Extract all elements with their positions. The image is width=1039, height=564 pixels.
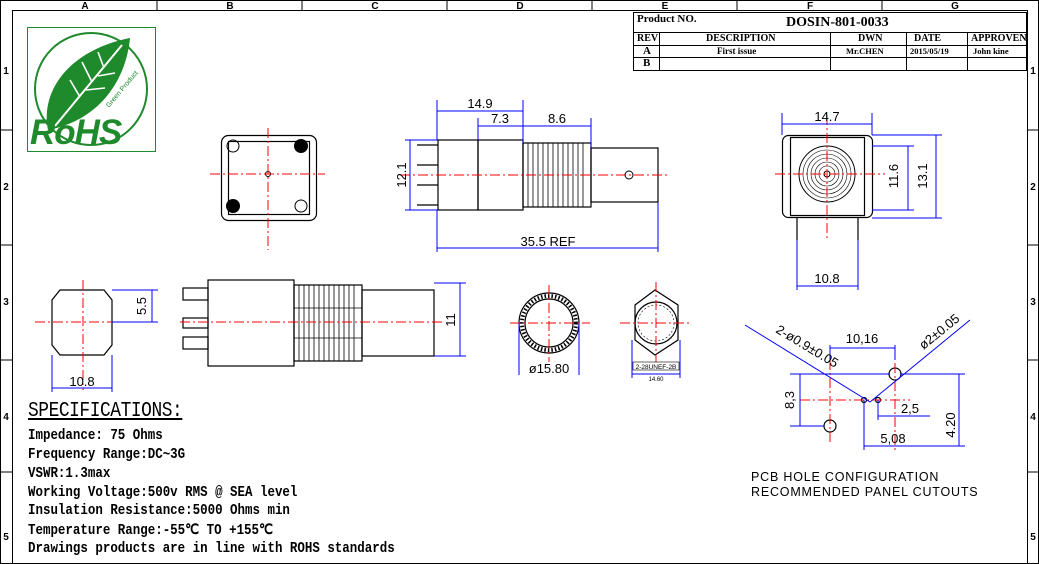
dim-thread: 2-28UNEF-2B xyxy=(636,364,677,371)
dim-14-7: 14.7 xyxy=(814,109,839,124)
col-label-c: C xyxy=(371,1,378,12)
front-view: 14.7 11.6 13.1 10.8 xyxy=(775,109,942,290)
left-end-view: 5.5 10.8 xyxy=(35,280,158,392)
dim-d15-80: ø15.80 xyxy=(529,361,569,376)
dim-12-1: 12.1 xyxy=(394,162,409,187)
col-label-f: F xyxy=(807,1,813,12)
spec-title: SPECIFICATIONS: xyxy=(28,400,183,423)
spec-rohs: Drawings products are in line with ROHS … xyxy=(28,541,395,557)
grid-ticks xyxy=(0,0,1039,473)
row-label-5: 5 xyxy=(3,532,9,543)
pcb-note-line2: RECOMMENDED PANEL CUTOUTS xyxy=(751,485,979,499)
row-b-rev: B xyxy=(643,57,651,69)
header-description: DESCRIPTION xyxy=(706,33,776,44)
dim-7-3: 7.3 xyxy=(491,111,509,126)
dim-2-5: 2,5 xyxy=(901,401,919,416)
spec-vswr: VSWR:1.3max xyxy=(28,466,111,482)
col-label-b: B xyxy=(226,1,233,12)
header-date: DATE xyxy=(914,33,942,44)
spec-voltage: Working Voltage:500v RMS @ SEA level xyxy=(28,485,298,501)
dim-8-6: 8.6 xyxy=(548,111,566,126)
dim-10-16: 10,16 xyxy=(846,331,879,346)
pcb-note-line1: PCB HOLE CONFIGURATION xyxy=(751,470,940,484)
row-label-1: 1 xyxy=(3,66,9,77)
spec-insulation: Insulation Resistance:5000 Ohms min xyxy=(28,503,290,519)
col-label-a: A xyxy=(81,1,88,12)
col-label-d: D xyxy=(516,1,523,12)
dim-11-6: 11.6 xyxy=(886,164,901,188)
dim-5-5: 5.5 xyxy=(134,297,149,315)
row-label-1-right: 1 xyxy=(1030,66,1036,77)
inner-frame xyxy=(12,10,1028,564)
row-label-4-right: 4 xyxy=(1030,412,1036,423)
title-block-grid xyxy=(633,12,1027,71)
hex-nut-view: 2-28UNEF-2B 14.60 xyxy=(620,282,692,383)
row-label-4: 4 xyxy=(3,412,9,423)
dim-11: 11 xyxy=(443,313,458,327)
spec-frequency: Frequency Range:DC~3G xyxy=(28,447,186,463)
dim-13-1: 13.1 xyxy=(915,163,930,188)
col-label-g: G xyxy=(951,1,959,12)
dim-10-8-left: 10.8 xyxy=(69,374,94,389)
side-elevation-view: 11 xyxy=(180,279,466,367)
row-label-3: 3 xyxy=(3,297,9,308)
dim-35-5-ref: 35.5 REF xyxy=(521,234,576,249)
row-label-5-right: 5 xyxy=(1030,532,1036,543)
header-approven: APPROVEN xyxy=(971,33,1027,44)
header-rev: REV xyxy=(637,33,659,44)
product-no: DOSIN-801-0033 xyxy=(786,15,889,30)
dim-10-8-front: 10.8 xyxy=(814,271,839,286)
product-no-label: Product NO. xyxy=(637,13,697,25)
dim-4-20: 4.20 xyxy=(943,412,958,437)
dim-14-60: 14.60 xyxy=(648,377,664,383)
row-a-dwn: Mr.CHEN xyxy=(846,46,884,56)
dim-8-3: 8,3 xyxy=(782,391,797,409)
row-a-description: First issue xyxy=(717,46,757,56)
dim-14-9: 14.9 xyxy=(467,96,492,111)
dim-5-08: 5,08 xyxy=(880,431,905,446)
row-a-date: 2015/05/19 xyxy=(910,46,949,56)
col-label-e: E xyxy=(662,1,669,12)
row-label-2: 2 xyxy=(3,182,9,193)
row-a-approven: John kine xyxy=(973,46,1009,56)
header-dwn: DWN xyxy=(858,33,883,44)
row-a-rev: A xyxy=(643,45,651,57)
bottom-view xyxy=(210,128,325,250)
pcb-hole-view: 10,16 2-ø0.9±0.05 ø2±0.05 8,3 2,5 5,08 4… xyxy=(744,311,971,450)
row-label-3-right: 3 xyxy=(1030,297,1036,308)
rohs-logo-text: RoHS xyxy=(30,113,122,152)
side-view: 14.9 7.3 8.6 12.1 35.5 REF xyxy=(394,96,670,252)
spec-impedance: Impedance: 75 Ohms xyxy=(28,428,163,444)
nut-circle-view: ø15.80 xyxy=(510,285,590,376)
row-label-2-right: 2 xyxy=(1030,182,1036,193)
spec-temperature: Temperature Range:-55℃ TO +155℃ xyxy=(28,523,274,539)
